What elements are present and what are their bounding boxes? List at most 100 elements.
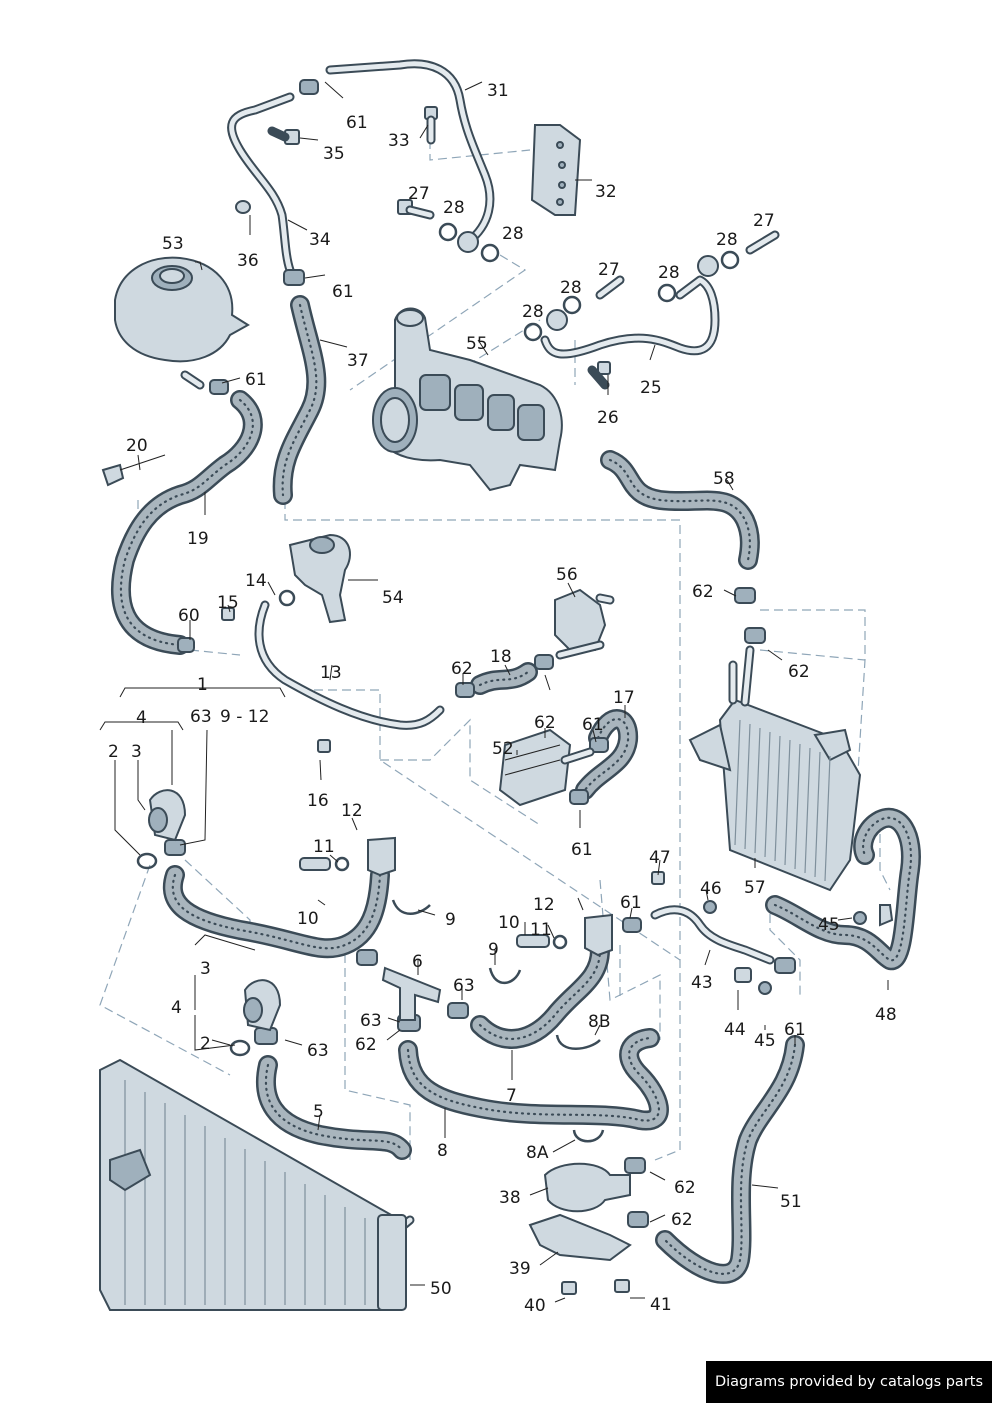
- part-label-11a: 11: [313, 837, 335, 857]
- part-label-33: 33: [388, 131, 410, 151]
- part-label-62b: 62: [788, 662, 810, 682]
- part-label-62a: 62: [692, 582, 714, 602]
- part-label-9a: 9: [445, 910, 456, 930]
- radiator: [99, 1058, 415, 1311]
- part-label-62d: 62: [534, 713, 556, 733]
- clamps: [164, 79, 796, 1228]
- leader-lines: [99, 81, 889, 1303]
- credit-banner: Diagrams provided by catalogs parts: [706, 1361, 992, 1403]
- part-label-11b: 11: [530, 920, 552, 940]
- gasket-plate: [530, 124, 582, 216]
- part-label-12a: 12: [341, 801, 363, 821]
- part-label-63b: 63: [453, 976, 475, 996]
- part-label-62g: 62: [671, 1210, 693, 1230]
- part-label-62c: 62: [451, 659, 473, 679]
- part-label-51: 51: [780, 1192, 802, 1212]
- part-label-3a: 3: [131, 742, 142, 762]
- part-label-53: 53: [162, 234, 184, 254]
- part-label-35: 35: [323, 144, 345, 164]
- part-label-61d: 61: [582, 715, 604, 735]
- part-label-45b: 45: [754, 1031, 776, 1051]
- credit-text: Diagrams provided by catalogs parts: [714, 1374, 984, 1390]
- part-label-39: 39: [509, 1259, 531, 1279]
- hose-17: [575, 709, 639, 800]
- part-label-37: 37: [347, 351, 369, 371]
- thermostat-flange: [221, 533, 351, 624]
- part-label-31: 31: [487, 81, 509, 101]
- part-label-28e: 28: [658, 263, 680, 283]
- part-label-55: 55: [466, 334, 488, 354]
- part-label-40: 40: [524, 1296, 546, 1316]
- part-label-26: 26: [597, 408, 619, 428]
- part-label-41: 41: [650, 1295, 672, 1315]
- part-label-4a: 4: [136, 708, 147, 728]
- part-label-27a: 27: [408, 184, 430, 204]
- coolant-connector: [554, 588, 615, 660]
- part-label-56: 56: [556, 565, 578, 585]
- metal-pipes: [227, 59, 775, 965]
- part-label-48: 48: [875, 1005, 897, 1025]
- part-label-50: 50: [430, 1279, 452, 1299]
- part-label-28b: 28: [502, 224, 524, 244]
- part-label-61c: 61: [245, 370, 267, 390]
- part-label-10a: 10: [297, 909, 319, 929]
- part-label-58: 58: [713, 469, 735, 489]
- part-label-44: 44: [724, 1020, 746, 1040]
- part-label-28f: 28: [522, 302, 544, 322]
- hose-19: [110, 390, 263, 655]
- coolant-housings: [136, 789, 613, 1143]
- part-label-38: 38: [499, 1188, 521, 1208]
- part-label-34: 34: [309, 230, 331, 250]
- part-label-13: 13: [320, 663, 342, 683]
- part-label-62e: 62: [355, 1035, 377, 1055]
- bolts-top: [235, 106, 780, 390]
- intercooler: [688, 645, 862, 892]
- coolant-pump: [528, 1162, 632, 1295]
- part-label-8A: 8A: [526, 1143, 549, 1163]
- part-label-7: 7: [506, 1086, 517, 1106]
- part-label-63a: 63: [190, 707, 212, 727]
- part-label-18: 18: [490, 647, 512, 667]
- part-label-45a: 45: [818, 915, 840, 935]
- part-label-12b: 12: [533, 895, 555, 915]
- part-label-61g: 61: [784, 1020, 806, 1040]
- part-label-28a: 28: [443, 198, 465, 218]
- part-label-14: 14: [245, 571, 267, 591]
- part-label-61a: 61: [346, 113, 368, 133]
- hose-5: [255, 1055, 412, 1160]
- part-label-20: 20: [126, 436, 148, 456]
- part-label-61f: 61: [620, 893, 642, 913]
- part-label-19: 19: [187, 529, 209, 549]
- part-label-28c: 28: [716, 230, 738, 250]
- part-label-28d: 28: [560, 278, 582, 298]
- part-label-47: 47: [649, 848, 671, 868]
- part-label-46: 46: [700, 879, 722, 899]
- part-label-8B: 8B: [588, 1012, 610, 1032]
- part-label-2a: 2: [108, 742, 119, 762]
- part-label-3b: 3: [200, 959, 211, 979]
- part-label-60: 60: [178, 606, 200, 626]
- turbocharger: [372, 307, 563, 492]
- part-label-52: 52: [492, 739, 514, 759]
- part-label-2b: 2: [200, 1034, 211, 1054]
- part-label-27b: 27: [753, 211, 775, 231]
- hose-48: [765, 808, 921, 970]
- expansion-tank: [114, 256, 250, 390]
- part-label-32: 32: [595, 182, 617, 202]
- part-label-27c: 27: [598, 260, 620, 280]
- part-label-54: 54: [382, 588, 404, 608]
- part-label-17: 17: [613, 688, 635, 708]
- part-label-61b: 61: [332, 282, 354, 302]
- part-label-10b: 10: [498, 913, 520, 933]
- part-label-912: 9 - 12: [220, 707, 269, 727]
- hose-10: [162, 865, 390, 959]
- hose-8: [398, 1028, 669, 1131]
- hoses: [110, 295, 921, 1284]
- part-label-63d: 63: [307, 1041, 329, 1061]
- part-label-25: 25: [640, 378, 662, 398]
- part-label-15: 15: [217, 593, 239, 613]
- part-label-36: 36: [237, 251, 259, 271]
- part-label-8: 8: [437, 1141, 448, 1161]
